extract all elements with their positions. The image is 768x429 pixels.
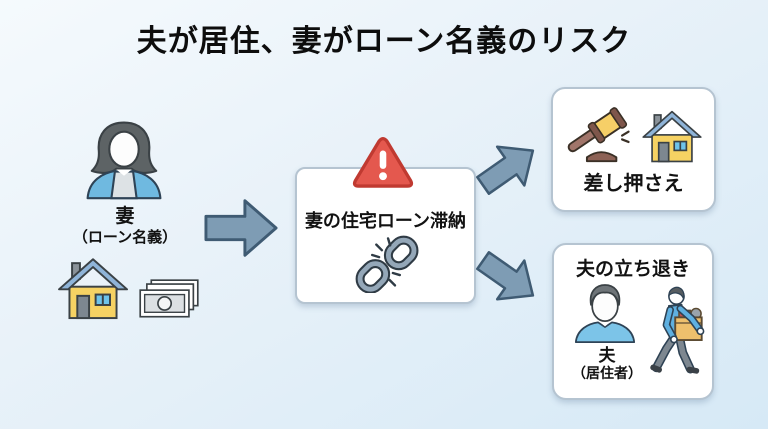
eviction-box: 夫の立ち退き 夫 （居住者）: [552, 243, 714, 400]
person-carrying-box-icon: [650, 286, 705, 374]
arrow-up-right-icon: [476, 145, 535, 195]
seizure-icons: [565, 99, 703, 165]
house-icon: [58, 258, 128, 320]
seizure-box: 差し押さえ: [551, 87, 716, 212]
seizure-label: 差し押さえ: [583, 173, 684, 195]
broken-chain-icon: [355, 235, 418, 293]
page-title: 夫が居住、妻がローン名義のリスク: [136, 25, 632, 58]
man-avatar-icon: [574, 284, 636, 343]
eviction-title: 夫の立ち退き: [575, 259, 690, 280]
wife-sublabel: （ローン名義）: [72, 229, 178, 246]
husband-sublabel: （居住者）: [572, 365, 642, 381]
arrow-down-right-icon: [476, 251, 535, 301]
cause-label: 妻の住宅ローン滞納: [304, 211, 467, 231]
husband-label-block: 夫 （居住者）: [554, 346, 660, 382]
cause-box: 妻の住宅ローン滞納: [295, 167, 476, 304]
woman-avatar-icon: [86, 121, 162, 200]
arrow-right-icon: [204, 199, 278, 257]
warning-triangle-icon: [352, 137, 414, 188]
wife-label: 妻: [115, 206, 135, 227]
husband-label: 夫: [598, 346, 616, 365]
banknotes-icon: [139, 279, 199, 318]
gavel-icon: [567, 107, 630, 163]
wife-label-block: 妻 （ローン名義）: [30, 206, 220, 247]
house-icon: [641, 110, 702, 163]
